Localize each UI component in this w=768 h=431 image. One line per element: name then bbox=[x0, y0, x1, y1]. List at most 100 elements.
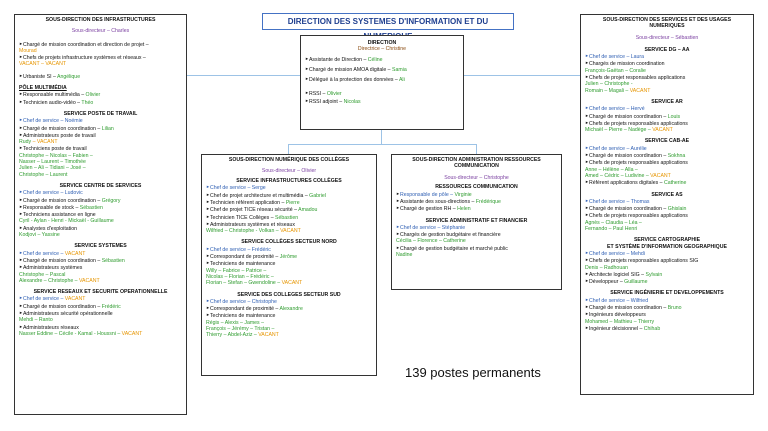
service-item: Chefs de projets responsables applicatio… bbox=[585, 257, 749, 264]
service-nord-header: SERVICE COLLÈGES SECTEUR NORD bbox=[241, 239, 337, 246]
service-dg-header: SERVICE DG – AA bbox=[644, 46, 690, 53]
service-item: Régis – Alexis – James – bbox=[206, 319, 264, 326]
service-item: Chargés de mission coordination bbox=[585, 60, 749, 67]
service-item: Ingénieurs développeurs bbox=[585, 311, 749, 318]
service-poste-header: SERVICE POSTE DE TRAVAIL bbox=[63, 110, 138, 117]
service-item: Cécilia – Florence – Catherine bbox=[396, 238, 466, 245]
service-ar-header: SERVICE AR bbox=[651, 98, 683, 105]
service-item: Chefs de projets responsables applicatio… bbox=[585, 159, 749, 166]
services-box: SOUS-DIRECTION DES SERVICES ET DES USAGE… bbox=[580, 14, 754, 395]
service-item: Correspondant de proximité – Alexandre bbox=[206, 305, 372, 312]
service-item: Kodjovi – Yassine bbox=[19, 232, 60, 239]
service-item: Cyril - Aylan - Henri - Mickaël - Guilla… bbox=[19, 218, 114, 225]
service-item: Techniciens de maintenance bbox=[206, 312, 372, 319]
direction-box: DIRECTION Directrice – Christine Assista… bbox=[300, 35, 464, 130]
connector-line bbox=[187, 75, 300, 76]
service-item: Chargé de mission coordination – Ghislai… bbox=[585, 205, 749, 212]
service-item: Administrateurs sécurité opérationnelle bbox=[19, 310, 182, 317]
colleges-header: SOUS-DIRECTION NUMÉRIQUE DES COLLÈGES bbox=[228, 157, 350, 163]
ressources-header: RESSOURCES COMMUNICATION bbox=[435, 184, 518, 191]
service-sud-header: SERVICE DES COLLEGES SECTEUR SUD bbox=[237, 291, 341, 298]
total-postes: 139 postes permanents bbox=[405, 365, 541, 380]
infra-mission1: Chargé de mission coordination et direct… bbox=[19, 41, 182, 48]
service-item: Nasser Eddine – Cécile - Kamal - Houssni… bbox=[19, 330, 143, 337]
service-item: Chargés de gestion budgétaire et financi… bbox=[396, 231, 557, 238]
infra-box: SOUS-DIRECTION DES INFRASTRUCTURES Sous-… bbox=[14, 14, 187, 415]
service-item: Chef de service – Aurélie bbox=[585, 145, 749, 152]
service-carto-header: SERVICE CARTOGRAPHIE bbox=[633, 237, 701, 244]
service-item: Nasser – Laurent – Timothée bbox=[19, 159, 86, 166]
service-item: François – Jérémy – Tristan – bbox=[206, 326, 275, 333]
connector-line bbox=[288, 144, 289, 154]
service-item: Responsable de stock – Sébastien bbox=[19, 204, 182, 211]
connector-line bbox=[464, 75, 580, 76]
service-item: Responsable de pôle – Virginie bbox=[396, 191, 557, 198]
service-item: Fernando – Paul Henri bbox=[585, 226, 638, 233]
service-item: Thierry – Abdel-Aziz – VACANT bbox=[206, 332, 279, 339]
service-financier-header: SERVICE ADMINISTRATIF ET FINANCIER bbox=[425, 217, 528, 224]
infra-sousdir: Sous-directeur – Charles bbox=[71, 28, 130, 35]
service-item: Mohamed – Mathieu – Thierry bbox=[585, 318, 655, 325]
admin-sousdir: Sous-directeur – Christophe bbox=[444, 174, 509, 181]
service-item: Administrateurs systèmes et réseaux bbox=[206, 221, 372, 228]
direction-item: RSSI – Olivier bbox=[305, 90, 459, 97]
service-item: Christophe – Nicolas – Fabien – bbox=[19, 152, 93, 159]
service-item: Chargé de mission coordination – Bruno bbox=[585, 304, 749, 311]
service-item: Julien – Ali – Tidiani – José – bbox=[19, 165, 86, 172]
connector-line bbox=[476, 144, 477, 154]
infra-urbaniste: Urbaniste SI – Angélique bbox=[19, 73, 182, 80]
service-item: Chefs de projet responsables application… bbox=[585, 74, 749, 81]
service-item: Administrateurs systèmes bbox=[19, 264, 182, 271]
service-item: Chef de service – Stéphanie bbox=[396, 224, 557, 231]
service-item: Chef de service – Mehdi bbox=[585, 250, 749, 257]
service-item: Christophe – Pascal bbox=[19, 271, 66, 278]
service-item: Wilfried – Christophe - Volkan – VACANT bbox=[206, 228, 301, 235]
service-item: François-Gaëtan – Coralie bbox=[585, 67, 646, 74]
connector-line bbox=[381, 130, 382, 144]
service-item: Willy – Fabrice – Patrice – bbox=[206, 267, 267, 274]
service-infra-colleges-header: SERVICE INFRASTRUCTURES COLLÈGES bbox=[236, 178, 342, 185]
service-item: Administrateurs poste de travail bbox=[19, 132, 182, 139]
services-sousdir: Sous-directeur – Sébastien bbox=[635, 34, 699, 41]
infra-mission2: Chefs de projets infrastructure systèmes… bbox=[19, 54, 182, 61]
service-item: Chef de service – Serge bbox=[206, 184, 372, 191]
service-item: Christophe – Laurent bbox=[19, 171, 68, 178]
service-item: Technicien référent application – Pierre bbox=[206, 199, 372, 206]
service-item: Chargé de mission coordination – Sokhna bbox=[585, 152, 749, 159]
infra-mission1-name: Mourad bbox=[19, 47, 37, 54]
page-title: DIRECTION DES SYSTEMES D'INFORMATION ET … bbox=[262, 13, 514, 41]
service-item: Technicien TICE Collèges – Sébastien bbox=[206, 214, 372, 221]
service-item: Chefs de projets responsables applicatio… bbox=[585, 120, 749, 127]
service-item: Chargé de mission coordination – Louis bbox=[585, 113, 749, 120]
service-item: Rudy – VACANT bbox=[19, 139, 58, 146]
service-item: Techniciens assistance en ligne bbox=[19, 211, 182, 218]
service-item: Chef de service – Laura bbox=[585, 53, 749, 60]
service-cab-header: SERVICE CAB-AE bbox=[644, 138, 690, 145]
infra-mission2-vacant: VACANT – VACANT bbox=[19, 61, 66, 68]
service-systemes-header: SERVICE SYSTEMES bbox=[74, 243, 127, 250]
service-item: Chargé de gestion budgétaire et marché p… bbox=[396, 245, 557, 252]
service-item: Chef de service – Thomas bbox=[585, 198, 749, 205]
service-item: Chef de service – Ludovic bbox=[19, 189, 182, 196]
service-item: Chargé de mission coordination – Grégory bbox=[19, 197, 182, 204]
service-item: Denis – Radhouan bbox=[585, 264, 628, 271]
service-item: Chef de service – Wilfried bbox=[585, 297, 749, 304]
service-item: Chefs de projets responsables applicatio… bbox=[585, 212, 749, 219]
service-item: Assistante des sous-directions – Frédéri… bbox=[396, 198, 557, 205]
pole-item: Technicien audio-vidéo – Théo bbox=[19, 99, 182, 106]
direction-header: DIRECTION bbox=[367, 40, 397, 46]
service-item: Techniciens poste de travail bbox=[19, 145, 182, 152]
service-inge-header: SERVICE INGÉNIERIE ET DEVELOPPEMENTS bbox=[610, 290, 724, 297]
colleges-sousdir: Sous-directeur – Olivier bbox=[261, 168, 317, 175]
service-as-header: SERVICE AS bbox=[651, 191, 683, 198]
service-item: Michaël – Pierre – Nadège – VACANT bbox=[585, 127, 673, 134]
direction-item: RSSI adjoint – Nicolas bbox=[305, 98, 459, 105]
service-item: Romain – Magali – VACANT bbox=[585, 87, 651, 94]
service-item: Chef de service – Christophe bbox=[206, 298, 372, 305]
direction-item: Délégué à la protection des données – Al… bbox=[305, 76, 459, 83]
service-item: Julien – Christophe - bbox=[585, 81, 633, 88]
service-item: Chargé de mission coordination – Frédéri… bbox=[19, 303, 182, 310]
service-item: Mehdi – Ranto bbox=[19, 317, 53, 324]
service-item: Chef de service – VACANT bbox=[19, 295, 182, 302]
service-item: Correspondant de proximité – Jérôme bbox=[206, 253, 372, 260]
